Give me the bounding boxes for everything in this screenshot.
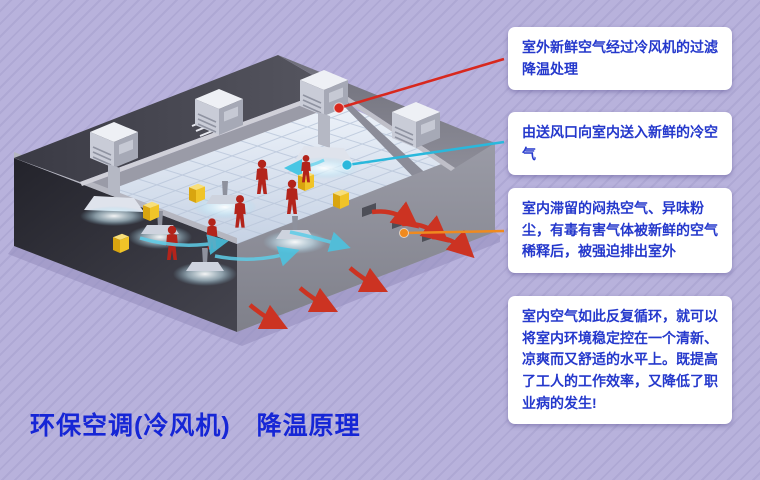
callout-circulation-benefit: 室内空气如此反复循环，就可以将室内环境稳定控在一个清新、凉爽而又舒适的水平上。既… (508, 296, 732, 425)
callout-exhaust-dilution-text: 室内滞留的闷热空气、异味粉尘，有毒有害气体被新鲜的空气稀释后，被强迫排出室外 (522, 200, 718, 260)
callout-exhaust-dilution: 室内滞留的闷热空气、异味粉尘，有毒有害气体被新鲜的空气稀释后，被强迫排出室外 (508, 188, 732, 274)
factory-building (8, 55, 500, 346)
cool-air-flow-arrows (139, 230, 351, 267)
callout-circulation-benefit-text: 室内空气如此反复循环，就可以将室内环境稳定控在一个清新、凉爽而又舒适的水平上。既… (522, 308, 718, 411)
callout-fresh-air-intake-text: 室外新鲜空气经过冷风机的过滤降温处理 (522, 39, 718, 77)
building-shadow (8, 232, 500, 346)
hot-air-exhaust-arrows (248, 201, 475, 330)
callout-cold-air-supply: 由送风口向室内送入新鲜的冷空气 (508, 112, 732, 176)
callout-cold-air-supply-text: 由送风口向室内送入新鲜的冷空气 (522, 124, 718, 162)
factory-illustration (8, 55, 500, 346)
callout-fresh-air-intake: 室外新鲜空气经过冷风机的过滤降温处理 (508, 27, 732, 91)
front-right-wall (237, 143, 495, 332)
page-title: 环保空调(冷风机) 降温原理 (30, 412, 361, 440)
